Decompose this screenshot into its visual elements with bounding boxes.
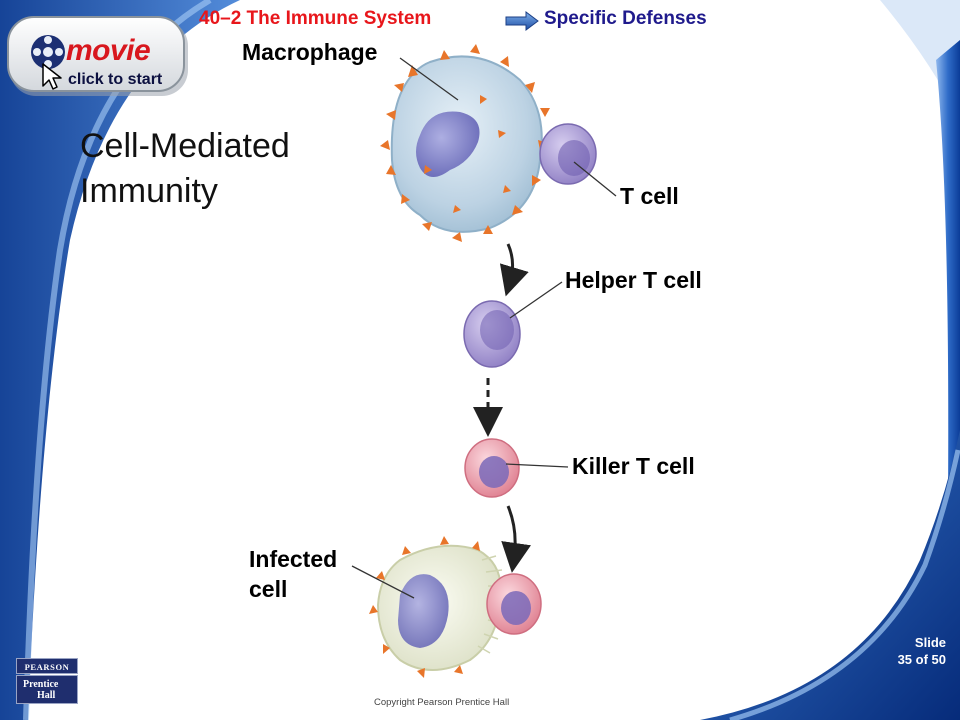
publisher-name: PEARSON <box>16 658 78 674</box>
slide-title: Cell-Mediated Immunity <box>80 127 290 210</box>
slide-label: Slide <box>914 635 946 650</box>
bottom-right-highlight <box>729 449 960 720</box>
helper-t-cell <box>463 300 521 368</box>
label-t-cell: T cell <box>620 183 679 209</box>
killer-t-cell <box>464 438 520 498</box>
slide-position: 35 of 50 <box>897 652 946 667</box>
antigen-spikes <box>380 44 550 242</box>
pearson-prentice-hall-logo[interactable]: PEARSON Prentice Hall <box>16 658 78 704</box>
leader-infected-cell <box>351 565 415 599</box>
macrophage-cell <box>380 44 550 242</box>
movie-start-button[interactable]: movie click to start <box>6 16 192 100</box>
leader-t-cell <box>573 161 617 197</box>
arrow-killer-to-infected <box>501 505 531 573</box>
publisher-imprint: Prentice Hall <box>16 675 78 704</box>
right-arrow-icon <box>505 11 539 31</box>
attached-killer-t-cell <box>486 573 542 635</box>
leader-helper-t-cell <box>509 281 563 319</box>
label-killer-t-cell: Killer T cell <box>572 453 695 479</box>
t-cell <box>539 123 597 185</box>
copyright-notice: Copyright Pearson Prentice Hall <box>374 697 510 708</box>
infected-cell <box>369 536 503 678</box>
leader-macrophage <box>399 57 459 101</box>
movie-button-word: movie <box>66 34 151 67</box>
publisher-imprint-line2: Hall <box>37 690 56 701</box>
header-section-title: 40–2 The Immune System <box>199 8 432 29</box>
label-infected-cell: Infected cell <box>249 546 338 602</box>
label-helper-t-cell: Helper T cell <box>565 267 702 293</box>
arrow-macrophage-to-helper <box>499 243 529 297</box>
bottom-right-swoosh <box>700 430 960 720</box>
header-topic-title: Specific Defenses <box>544 8 707 29</box>
top-right-strip <box>880 0 960 120</box>
left-swoosh <box>0 0 240 720</box>
mouse-cursor-icon <box>42 63 62 90</box>
leader-killer-t-cell <box>505 463 569 468</box>
publisher-imprint-line1: Prentice <box>23 679 59 690</box>
infected-cell-spikes <box>369 536 480 678</box>
slide-number: Slide 35 of 50 <box>880 634 946 668</box>
right-bar <box>936 40 960 500</box>
movie-button-subtitle: click to start <box>68 71 163 88</box>
label-macrophage: Macrophage <box>242 39 378 65</box>
